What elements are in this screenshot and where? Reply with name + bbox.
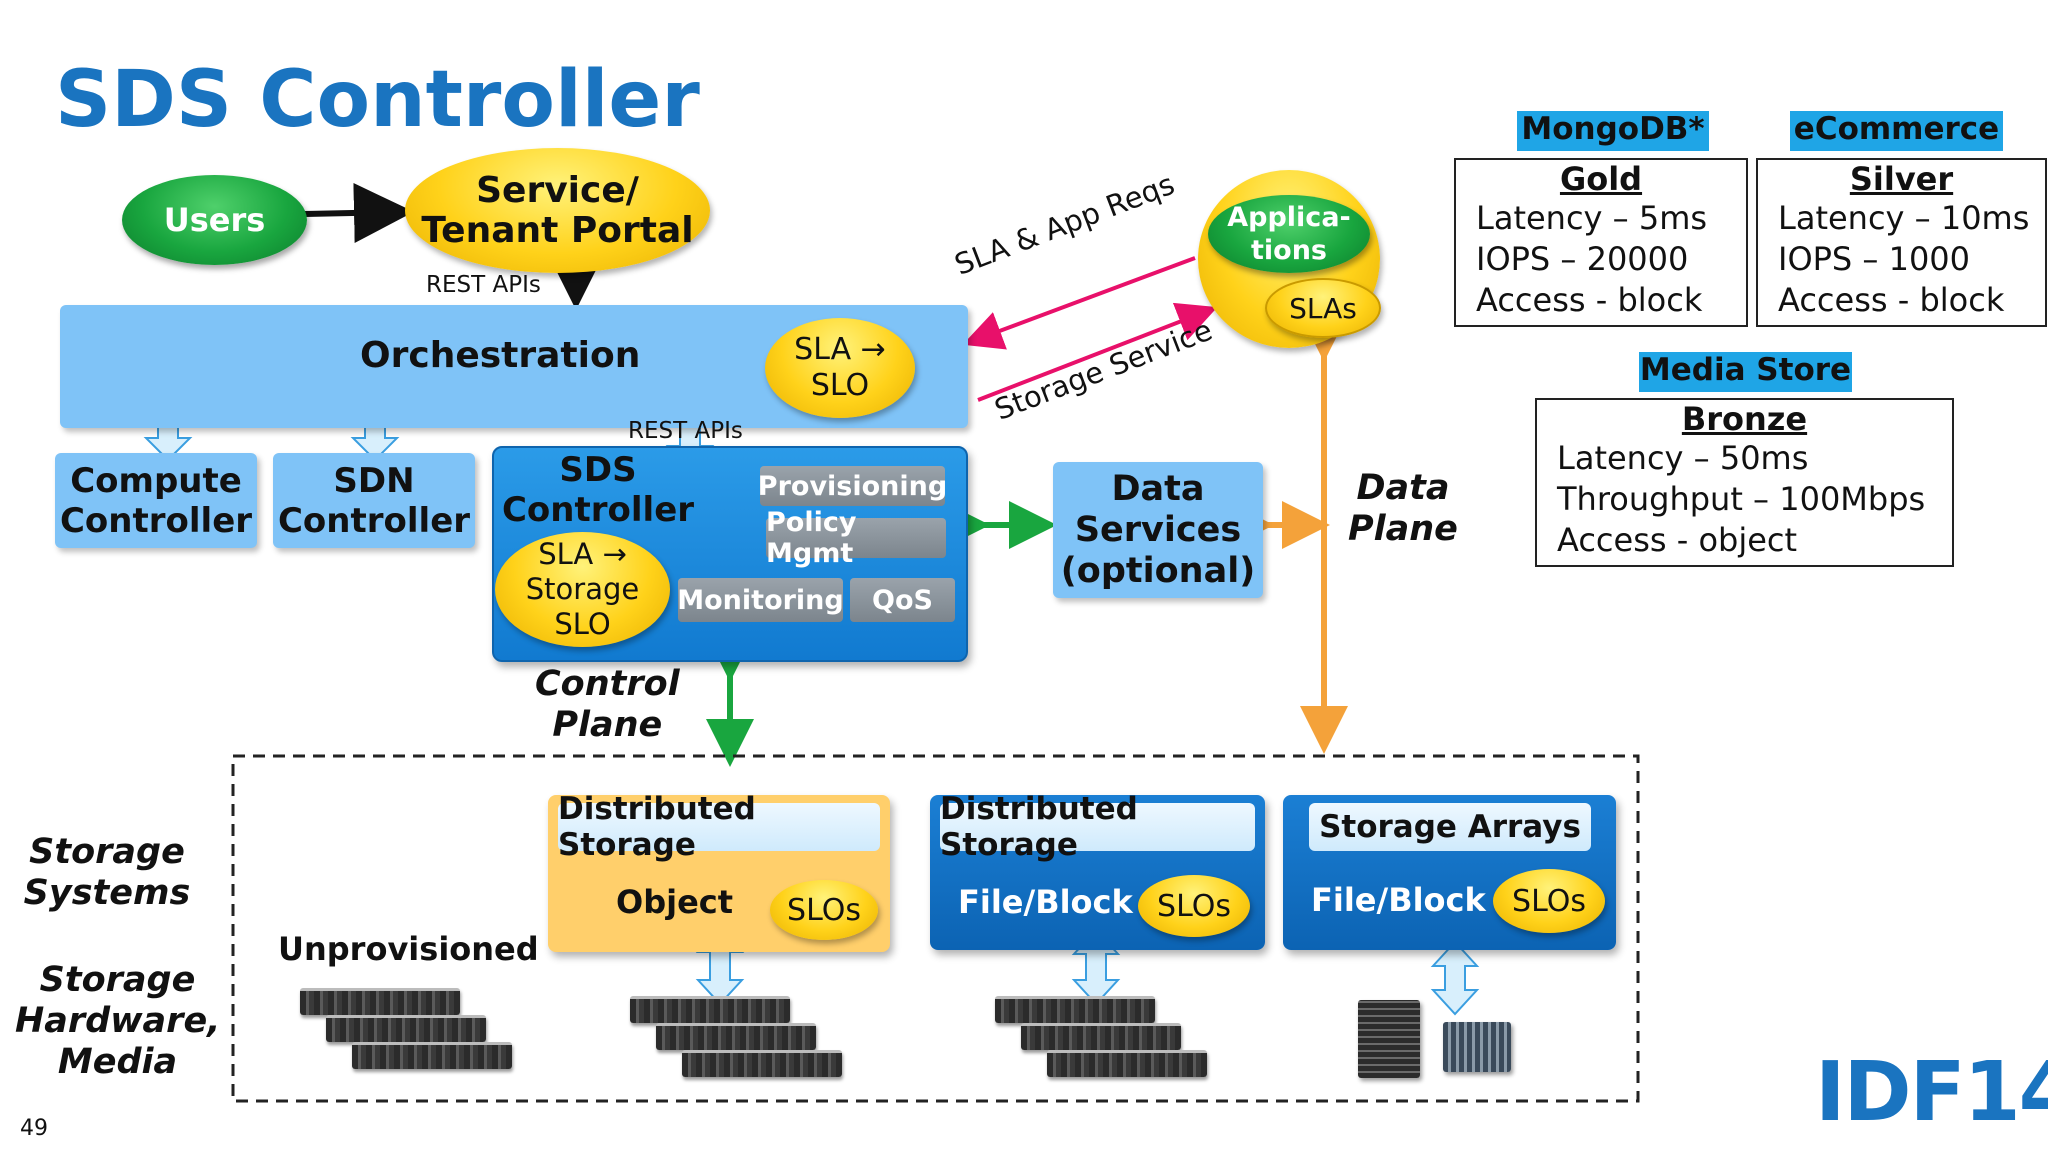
gold-access: Access - block xyxy=(1476,281,1703,319)
silver-iops: IOPS – 1000 xyxy=(1778,240,1971,278)
sla-storage-slo-node: SLA → Storage SLO xyxy=(495,532,670,647)
arrays-storage-double-arrow xyxy=(1430,940,1480,1016)
storage-systems-line-1: Storage xyxy=(29,832,185,872)
mongodb-tag: MongoDB* xyxy=(1517,111,1709,151)
sla-app-reqs-arrow xyxy=(962,256,1196,350)
fileblock-storage-header: Distributed Storage xyxy=(940,791,1255,863)
monitoring-block: Monitoring xyxy=(677,578,844,622)
qos-block: QoS xyxy=(850,578,955,622)
storage-hardware-label: Storage Hardware, Media xyxy=(15,960,220,1083)
sds-line-2: Controller xyxy=(501,490,695,530)
arrays-storage-box: Storage Arrays File/Block SLOs xyxy=(1283,795,1616,950)
bronze-tier-box: Bronze Latency – 50ms Throughput – 100Mb… xyxy=(1535,398,1954,567)
storage-array-hardware-image xyxy=(1358,1000,1518,1080)
control-plane-label: Control Plane xyxy=(535,664,680,746)
sla-slo-node: SLA → SLO xyxy=(765,318,915,418)
data-services-line-2: Services xyxy=(1074,509,1242,550)
bronze-latency: Latency – 50ms xyxy=(1557,439,1809,477)
unprovisioned-servers-image xyxy=(300,988,530,1069)
control-plane-line-2: Plane xyxy=(552,705,663,745)
rest-apis-top-label: REST APIs xyxy=(426,272,541,298)
fileblock-slos-label: SLOs xyxy=(1157,888,1231,924)
data-plane-line-2: Plane xyxy=(1348,509,1458,549)
portal-line-2: Tenant Portal xyxy=(421,209,694,251)
applications-line-1: Applica- xyxy=(1227,202,1351,233)
fileblock-storage-type: File/Block xyxy=(958,883,1133,921)
object-slos-label: SLOs xyxy=(787,892,861,928)
fileblock-slos-node: SLOs xyxy=(1138,875,1250,937)
users-label: Users xyxy=(163,201,266,239)
policy-mgmt-block: Policy Mgmt xyxy=(766,507,946,569)
sdn-controller-box: SDN Controller xyxy=(273,453,475,548)
storage-hardware-line-1: Storage xyxy=(39,960,196,1000)
slas-label: SLAs xyxy=(1289,291,1357,325)
gold-tier-title: Gold xyxy=(1559,160,1643,198)
data-plane-label: Data Plane xyxy=(1348,468,1458,550)
data-services-line-1: Data xyxy=(1111,468,1205,509)
sla-storage-line-3: SLO xyxy=(554,607,611,641)
gold-latency: Latency – 5ms xyxy=(1476,199,1708,237)
sdn-line-2: Controller xyxy=(277,500,471,541)
arrays-slos-label: SLOs xyxy=(1512,883,1586,919)
applications-line-2: tions xyxy=(1250,235,1327,266)
silver-tier-box: Silver Latency – 10ms IOPS – 1000 Access… xyxy=(1756,158,2047,327)
control-plane-line-1: Control xyxy=(535,664,680,704)
rest-apis-mid-label: REST APIs xyxy=(628,418,743,444)
storage-hardware-line-3: Media xyxy=(57,1042,178,1082)
slas-node: SLAs xyxy=(1265,278,1381,338)
storage-service-arrow xyxy=(977,302,1218,402)
silver-latency: Latency – 10ms xyxy=(1778,199,2030,237)
silver-tier-title: Silver xyxy=(1849,160,1954,198)
ecommerce-tag: eCommerce xyxy=(1790,111,2003,151)
idf14-logo: IDF14 xyxy=(1815,1045,2048,1140)
object-storage-box: Distributed Storage Object SLOs xyxy=(548,791,890,952)
bronze-access: Access - object xyxy=(1557,521,1798,559)
data-plane-line-1: Data xyxy=(1356,468,1450,508)
object-storage-header: Distributed Storage xyxy=(558,791,880,863)
sdn-line-1: SDN xyxy=(333,460,415,501)
silver-access: Access - block xyxy=(1778,281,2005,319)
users-node: Users xyxy=(122,175,307,265)
tenant-portal-node: Service/ Tenant Portal xyxy=(405,148,710,273)
portal-line-1: Service/ xyxy=(476,169,639,211)
storage-hardware-line-2: Hardware, xyxy=(15,1001,221,1041)
gold-tier-box: Gold Latency – 5ms IOPS – 20000 Access -… xyxy=(1454,158,1748,327)
sla-storage-line-2: Storage xyxy=(525,572,640,606)
sla-storage-line-1: SLA → xyxy=(538,537,627,571)
compute-controller-box: Compute Controller xyxy=(55,453,257,548)
storage-systems-line-2: Systems xyxy=(23,873,191,913)
unprovisioned-label: Unprovisioned xyxy=(278,930,539,968)
object-slos-node: SLOs xyxy=(770,880,878,940)
data-services-box: Data Services (optional) xyxy=(1053,462,1263,598)
arrays-storage-type: File/Block xyxy=(1311,881,1486,919)
object-storage-type: Object xyxy=(616,883,734,921)
gold-iops: IOPS – 20000 xyxy=(1476,240,1689,278)
provisioning-block: Provisioning xyxy=(758,466,947,506)
fileblock-storage-box: Distributed Storage File/Block SLOs xyxy=(930,791,1265,950)
sla-slo-line-1: SLA → xyxy=(794,332,886,367)
sds-controller-title: SDS Controller xyxy=(498,450,698,530)
compute-line-1: Compute xyxy=(70,460,242,501)
bronze-tier-title: Bronze xyxy=(1681,400,1808,438)
page-title: SDS Controller xyxy=(55,55,700,145)
arrays-storage-header: Storage Arrays xyxy=(1309,803,1591,851)
arrays-slos-node: SLOs xyxy=(1493,869,1605,933)
orchestration-label: Orchestration xyxy=(360,335,641,376)
data-services-line-3: (optional) xyxy=(1060,550,1256,591)
applications-label-node: Applica- tions xyxy=(1208,195,1370,273)
compute-line-2: Controller xyxy=(59,500,253,541)
storage-frame xyxy=(231,754,1640,1103)
users-to-portal-arrow xyxy=(304,182,414,243)
object-servers-image xyxy=(630,996,860,1077)
sds-line-1: SDS xyxy=(559,450,637,490)
storage-systems-label: Storage Systems xyxy=(22,832,192,914)
sla-slo-line-2: SLO xyxy=(810,368,870,403)
page-number: 49 xyxy=(20,1116,48,1141)
media-store-tag: Media Store xyxy=(1639,352,1852,392)
bronze-throughput: Throughput – 100Mbps xyxy=(1557,480,1926,518)
fileblock-servers-image xyxy=(995,996,1225,1077)
